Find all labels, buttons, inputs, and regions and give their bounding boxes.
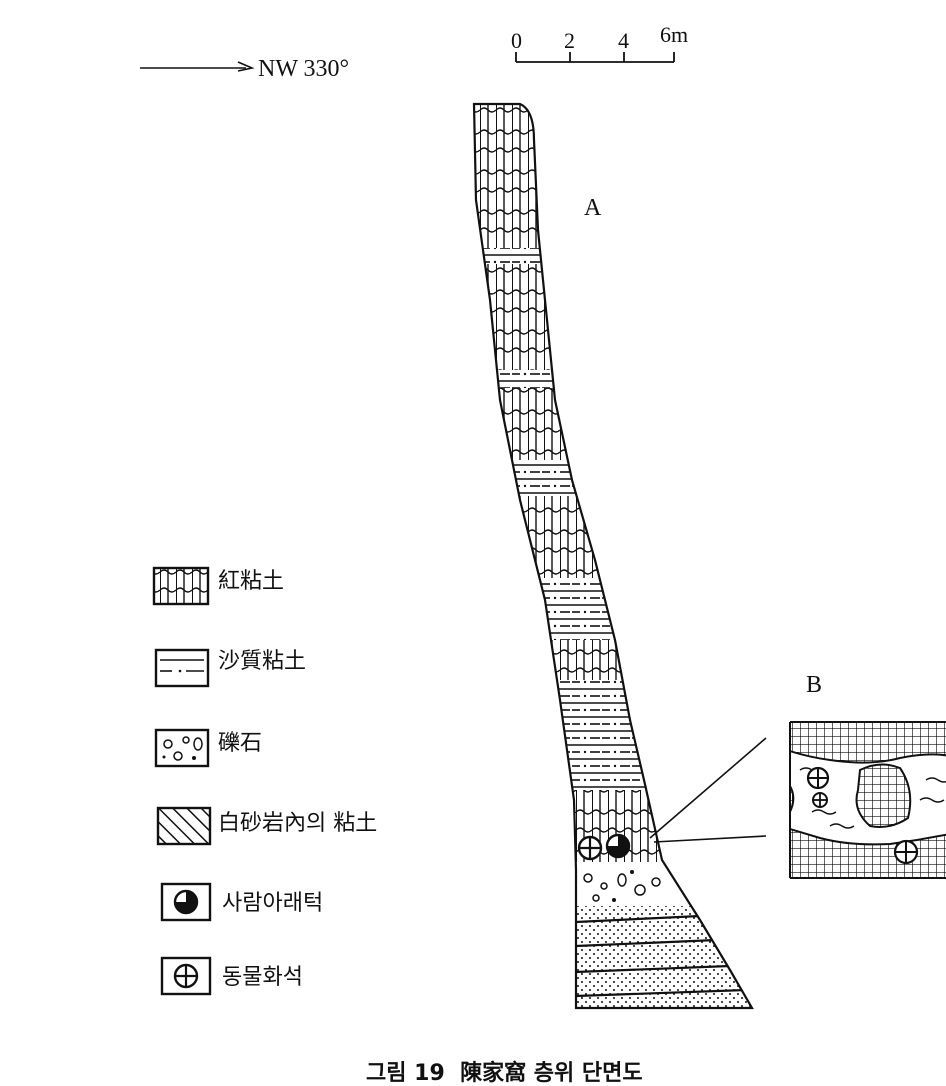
legend-item-human-tooth: 사람아래턱: [160, 882, 323, 922]
dolomite-clay-pattern-icon: [156, 806, 212, 846]
column-outline: [472, 102, 754, 1010]
legend-item-red-clay: 紅粘土: [152, 566, 284, 606]
legend-item-sandy-clay: 沙質粘土: [154, 648, 306, 688]
red-clay-pattern-icon: [152, 566, 210, 606]
legend-label-gravel: 礫石: [218, 731, 262, 756]
direction-indicator: NW 330°: [140, 56, 349, 82]
legend-label-sandy-clay: 沙質粘土: [218, 649, 306, 674]
direction-label: NW 330°: [258, 56, 349, 82]
inset-fossil-marker-3: [893, 839, 919, 865]
legend-label-animal-fossil: 동물화석: [222, 965, 303, 990]
legend-item-animal-fossil: 동물화석: [160, 956, 303, 996]
layer-sandy-clay-1: [474, 248, 590, 264]
scale-tick-0: 0: [511, 28, 522, 53]
legend-item-gravel: 礫石: [154, 728, 262, 768]
legend: 紅粘土 沙質粘土 礫石 白砂岩內의 粘土: [152, 566, 377, 996]
figure-caption: 그림 19 陳家窩 층위 단면도: [366, 1060, 643, 1086]
layer-red-clay-3: [474, 388, 600, 460]
scale-tick-2: 2: [564, 28, 575, 53]
inset-detail-b: [789, 721, 946, 879]
section-label-a: A: [584, 195, 602, 221]
stratigraphic-column: [472, 102, 767, 1010]
human-tooth-symbol-icon: [173, 889, 199, 915]
human-tooth-marker: [605, 833, 631, 859]
layer-red-clay-1: [474, 104, 590, 248]
arrow-head-icon: [237, 61, 255, 72]
layer-gravel: [474, 862, 710, 906]
legend-label-dolomite-clay: 白砂岩內의 粘土: [218, 811, 377, 836]
inset-fossil-marker-1: [806, 766, 830, 790]
inset-fossil-marker-2: [812, 792, 828, 808]
section-label-b: B: [806, 672, 822, 698]
legend-label-human-tooth: 사람아래턱: [222, 891, 323, 916]
inset-leader-bottom: [653, 835, 767, 843]
sandy-clay-pattern-icon: [154, 648, 210, 688]
scale-tick-6m: 6m: [660, 22, 688, 47]
scale-bar: 0 2 4 6m: [511, 22, 688, 63]
animal-fossil-marker: [577, 835, 603, 861]
gravel-pebbles: [583, 870, 661, 902]
legend-item-dolomite-clay: 白砂岩內의 粘土: [156, 806, 377, 846]
gravel-pattern-icon: [154, 728, 210, 768]
inset-leader-top: [649, 737, 767, 839]
scale-tick-4: 4: [618, 28, 629, 53]
layer-red-clay-6: [474, 790, 660, 862]
animal-fossil-symbol-icon: [173, 963, 199, 989]
layer-sandy-clay-2: [474, 370, 590, 388]
legend-label-red-clay: 紅粘土: [218, 569, 284, 594]
layer-sandy-clay-3: [474, 460, 610, 496]
